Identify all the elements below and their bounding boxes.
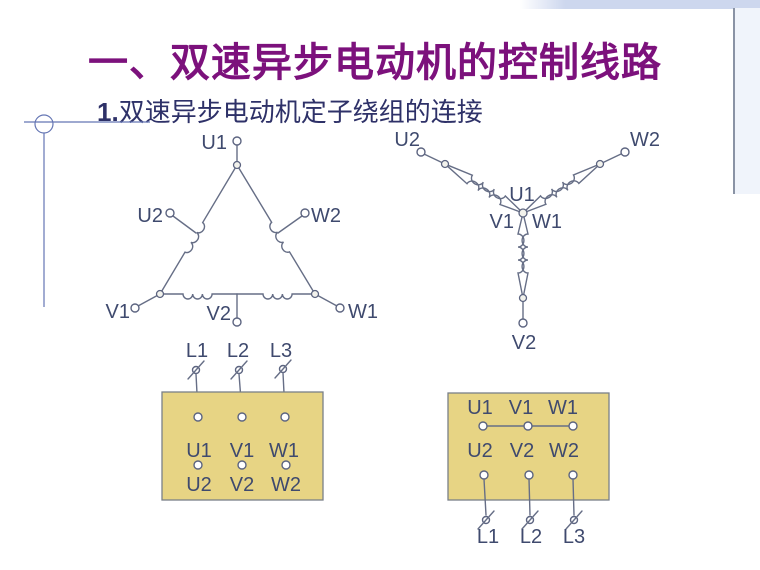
terminal-circle — [193, 460, 203, 470]
delta-label-u2: U2 — [137, 205, 163, 227]
terminal-box-rect — [161, 391, 324, 501]
terminal-circle — [280, 412, 290, 422]
delta-terminal-leads — [137, 144, 338, 319]
terminal-label-w2: W2 — [549, 440, 579, 462]
terminal-circle-u1 — [232, 136, 242, 146]
star-branch-bottom — [517, 212, 529, 299]
terminal-circle — [524, 470, 534, 480]
delta-label-v2: V2 — [207, 303, 231, 325]
delta-winding-left-coil — [159, 164, 238, 295]
terminal-label-w1: W1 — [548, 397, 578, 419]
star-label-v1: V1 — [490, 211, 514, 233]
terminal-circle-v1 — [130, 303, 140, 313]
delta-label-w1: W1 — [348, 301, 378, 323]
star-branch-upper-left — [444, 163, 524, 214]
terminal-circle — [568, 470, 578, 480]
section-title: 双速异步电动机定子绕组的连接 — [118, 98, 483, 127]
star-center-node — [518, 208, 528, 218]
delta-label-u1: U1 — [201, 132, 227, 154]
right-margin-tint — [735, 8, 760, 194]
section-number: 1. — [97, 97, 119, 127]
supply-label-l3: L3 — [270, 340, 292, 362]
supply-label-l1: L1 — [186, 340, 208, 362]
terminal-circle — [281, 460, 291, 470]
left-decoration — [24, 114, 150, 307]
supply-label-l3: L3 — [563, 526, 585, 548]
terminal-circle — [193, 412, 203, 422]
terminal-circle — [523, 421, 533, 431]
top-accent-band — [520, 0, 760, 9]
star-winding-diagram: U2 W2 U1 V1 W1 V2 — [394, 129, 660, 354]
delta-winding-right-coil — [236, 164, 316, 295]
delta-bottom-left-node — [155, 289, 165, 299]
terminal-circle-v2 — [518, 318, 528, 328]
star-node-upper-right — [595, 159, 605, 169]
supply-wires — [483, 478, 575, 516]
section-heading: 1.双速异步电动机定子绕组的连接 — [97, 92, 483, 129]
terminal-circle — [237, 460, 247, 470]
supply-label-l1: L1 — [477, 526, 499, 548]
star-node-upper-left — [440, 159, 450, 169]
terminal-circle — [568, 421, 578, 431]
terminal-label-u1: U1 — [467, 397, 493, 419]
terminal-label-u2: U2 — [186, 474, 212, 496]
terminal-circle — [237, 412, 247, 422]
terminal-circle-u2 — [165, 208, 175, 218]
star-label-u2: U2 — [394, 129, 420, 151]
terminal-label-v2: V2 — [510, 440, 534, 462]
switch-symbols — [477, 510, 583, 530]
switch-symbols — [187, 359, 292, 380]
terminal-label-w2: W2 — [271, 474, 301, 496]
delta-apex-node — [232, 160, 242, 170]
right-terminal-box: U1 V1 W1 U2 V2 W2 — [447, 392, 610, 548]
terminal-circle — [479, 470, 489, 480]
star-label-w1: W1 — [532, 211, 562, 233]
delta-bottom-right-node — [310, 289, 320, 299]
delta-winding-diagram: U1 U2 W2 V1 V2 W1 — [106, 132, 378, 327]
terminal-label-u2: U2 — [467, 440, 493, 462]
supply-label-l2: L2 — [227, 340, 249, 362]
star-label-v2: V2 — [512, 332, 536, 354]
terminal-circle-w1 — [335, 303, 345, 313]
terminal-circle — [478, 421, 488, 431]
star-branch-upper-right — [522, 163, 601, 214]
page-title: 一、双速异步电动机的控制线路 — [88, 41, 662, 85]
delta-label-w2: W2 — [311, 205, 341, 227]
terminal-circle-v2 — [232, 317, 242, 327]
left-terminal-box: L1 L2 L3 U1 V1 W1 — [161, 340, 324, 501]
terminal-label-v1: V1 — [230, 440, 254, 462]
supply-label-l2: L2 — [520, 526, 542, 548]
star-label-u1: U1 — [509, 184, 535, 206]
terminal-label-w1: W1 — [269, 440, 299, 462]
terminal-label-v1: V1 — [509, 397, 533, 419]
terminal-circle-u2 — [416, 147, 426, 157]
delta-label-v1: V1 — [106, 301, 130, 323]
right-accent-line — [733, 8, 735, 194]
terminal-label-u1: U1 — [186, 440, 212, 462]
star-label-w2: W2 — [630, 129, 660, 151]
terminal-label-v2: V2 — [230, 474, 254, 496]
star-node-bottom — [518, 293, 528, 303]
terminal-circle-w2 — [620, 147, 630, 157]
terminal-circle-w2 — [300, 208, 310, 218]
